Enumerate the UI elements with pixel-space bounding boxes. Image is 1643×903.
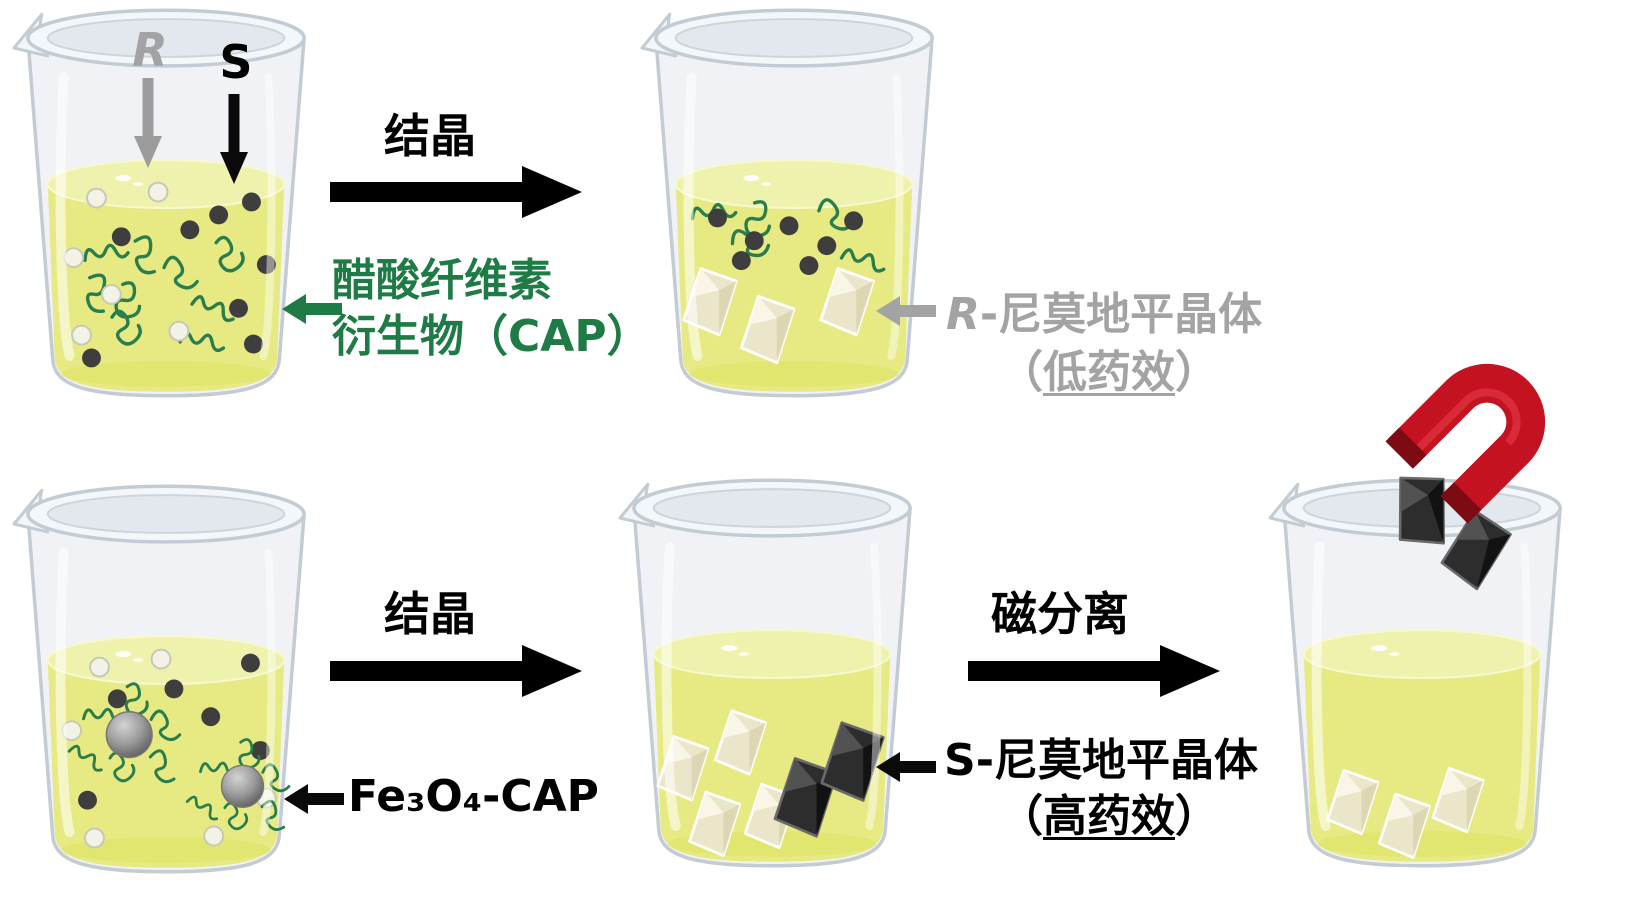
paren-open: （	[999, 347, 1043, 398]
down-arrow-icon	[134, 78, 162, 168]
r-enantiomer-label: R	[132, 23, 168, 77]
low-efficacy-text: 低药效	[1043, 347, 1175, 398]
s-molecule	[180, 220, 200, 240]
crystallization-label-bottom: 结晶	[384, 587, 476, 641]
r-crystal-name-rest: -尼莫地平晶体	[979, 289, 1263, 340]
r-molecule	[84, 827, 105, 849]
s-molecule	[229, 298, 248, 318]
r-molecule	[63, 247, 85, 269]
magnetic-separation-label: 磁分离	[991, 587, 1129, 641]
r-molecule	[100, 283, 122, 305]
s-molecule	[201, 707, 221, 727]
s-molecule	[241, 653, 260, 673]
s-crystal-annotation-line1: S-尼莫地平晶体	[944, 735, 1258, 787]
s-molecule	[731, 251, 751, 271]
down-arrow-icon	[220, 94, 248, 184]
s-molecule	[817, 236, 837, 256]
right-arrow-icon	[330, 166, 582, 218]
r-crystal-annotation-line2: （低药效）	[946, 347, 1272, 399]
paren-close: ）	[1175, 791, 1219, 842]
s-molecule	[708, 208, 727, 228]
s-molecule	[78, 790, 97, 810]
crystallization-label-top: 结晶	[384, 109, 476, 163]
r-molecule	[86, 187, 107, 209]
r-molecule	[71, 324, 92, 346]
r-molecule	[88, 656, 110, 678]
left-arrow-icon	[876, 752, 936, 782]
left-arrow-icon	[876, 296, 936, 326]
s-crystal-name-rest: -尼莫地平晶体	[975, 735, 1258, 786]
left-arrow-icon	[284, 784, 344, 814]
s-molecule	[744, 231, 764, 251]
cap-annotation-line2: 衍生物（CAP）	[332, 311, 651, 362]
paren-open: （	[999, 791, 1043, 842]
s-crystal-name-prefix: S	[944, 735, 976, 786]
right-arrow-icon	[330, 645, 582, 697]
s-molecule	[779, 216, 799, 236]
r-molecule	[168, 320, 190, 342]
r-molecule	[150, 648, 172, 670]
s-molecule	[242, 192, 261, 212]
paren-close: ）	[1175, 347, 1219, 398]
s-molecule	[243, 334, 263, 354]
r-crystal-annotation-line1: R-尼莫地平晶体	[946, 289, 1263, 341]
cap-annotation-line1: 醋酸纤维素	[332, 255, 552, 306]
fe3o4-cap-label: Fe₃O₄-CAP	[348, 771, 599, 822]
s-molecule	[82, 348, 101, 368]
left-arrow-icon	[282, 294, 342, 324]
s-molecule	[844, 211, 864, 231]
right-arrow-icon	[968, 645, 1220, 697]
beaker-fe3o4-solution	[12, 478, 320, 876]
s-crystal-annotation-line2: （高药效）	[944, 791, 1274, 843]
beaker-s-crystals	[618, 472, 926, 870]
r-crystal-name-prefix: R	[946, 289, 980, 340]
s-molecule	[799, 256, 819, 276]
s-molecule	[209, 205, 229, 225]
s-enantiomer-label: S	[219, 35, 253, 89]
beaker-r-crystals	[640, 2, 948, 400]
r-molecule	[147, 181, 169, 203]
high-efficacy-text: 高药效	[1043, 791, 1175, 842]
s-molecule	[111, 227, 131, 247]
horseshoe-magnet-icon	[1362, 301, 1608, 547]
r-molecule	[203, 825, 225, 847]
s-molecule	[107, 689, 127, 709]
s-molecule	[164, 679, 184, 699]
